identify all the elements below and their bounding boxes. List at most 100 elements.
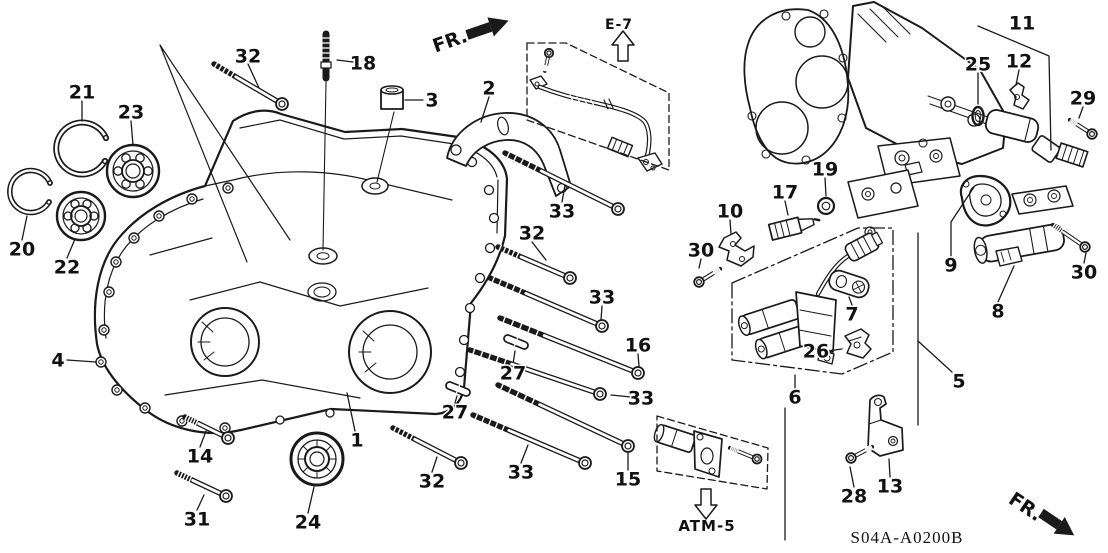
fr-label-top: FR. — [430, 25, 470, 57]
case-gasket-drawing — [743, 8, 850, 165]
oil-seal-24 — [289, 431, 345, 487]
callout-14: 14 — [187, 446, 213, 468]
callout-17: 17 — [772, 182, 798, 204]
callout-31: 31 — [184, 509, 210, 531]
callout-8: 8 — [991, 301, 1004, 323]
diagram-code: S04A-A0200B — [850, 528, 963, 547]
callout-13: 13 — [877, 476, 903, 498]
callout-32: 32 — [419, 471, 445, 493]
clamp-10 — [718, 231, 755, 267]
snap-ring-20 — [7, 167, 53, 216]
ref-label-atm5: ATM-5 — [678, 517, 735, 535]
callout-29: 29 — [1070, 88, 1096, 110]
bolt-drawing — [1067, 117, 1098, 140]
bolt-drawing — [727, 445, 763, 465]
bolt-drawing — [390, 425, 468, 470]
clamp-12 — [1009, 82, 1030, 110]
solenoid-8 — [973, 185, 1074, 267]
dowel-pin-layer — [445, 334, 529, 397]
cap-3 — [376, 85, 404, 183]
stud-18 — [320, 30, 332, 251]
seal-19 — [816, 196, 836, 216]
leader-lines — [21, 25, 1087, 541]
callout-9: 9 — [944, 255, 957, 277]
oring-25 — [971, 105, 985, 127]
dual-solenoid-assembly — [737, 231, 884, 365]
bolt-drawing — [845, 444, 875, 464]
callout-28: 28 — [841, 486, 867, 508]
callout-16: 16 — [625, 335, 651, 357]
callout-27: 27 — [500, 363, 526, 385]
ref-label-e7: E-7 — [605, 17, 633, 33]
bracket-2 — [446, 112, 572, 197]
callout-23: 23 — [118, 102, 144, 124]
fr-label-bottom: FR. — [1005, 488, 1046, 526]
callout-15: 15 — [615, 469, 641, 491]
bolt-drawing — [470, 412, 592, 470]
bearing-23 — [105, 143, 161, 199]
callout-21: 21 — [69, 82, 95, 104]
bolt-drawing — [542, 47, 555, 73]
bolt-drawing — [1050, 222, 1091, 253]
bearing-22 — [55, 190, 107, 242]
e7-arrow-icon — [611, 30, 635, 62]
callout-20: 20 — [9, 239, 35, 261]
bolt-drawing — [487, 275, 609, 333]
callout-24: 24 — [295, 512, 321, 534]
callout-33: 33 — [549, 201, 575, 223]
gasket-9 — [959, 174, 1012, 227]
dowel-pin-drawing — [503, 334, 529, 350]
snap-ring-21 — [53, 119, 110, 178]
transmission-housing-drawing — [93, 109, 509, 435]
callout-30: 30 — [1071, 262, 1097, 284]
callout-7: 7 — [845, 304, 858, 326]
fr-arrow-top — [465, 17, 509, 40]
callout-11: 11 — [1009, 13, 1035, 35]
bolt-drawing — [182, 414, 235, 445]
assembly-6-dashdot-box — [731, 227, 894, 375]
callout-4: 4 — [51, 350, 64, 372]
callout-10: 10 — [717, 201, 743, 223]
callout-33: 33 — [628, 388, 654, 410]
ref-arrows — [611, 30, 718, 520]
callout-30: 30 — [688, 240, 714, 262]
bolt-drawing — [502, 150, 625, 216]
callout-22: 22 — [54, 257, 80, 279]
atm5-arrow-icon — [694, 488, 718, 520]
callout-32: 32 — [235, 46, 261, 68]
bolt-drawing — [495, 382, 635, 453]
callout-27: 27 — [442, 402, 468, 424]
bolt-drawing — [467, 347, 607, 401]
bolt-drawing — [495, 244, 577, 285]
case-end-drawing — [847, 1, 1007, 238]
dashed-boxes — [526, 42, 894, 490]
callout-6: 6 — [788, 387, 801, 409]
fr-arrow-bottom — [1038, 508, 1075, 536]
callout-33: 33 — [589, 287, 615, 309]
callout-1: 1 — [350, 430, 363, 452]
callout-25: 25 — [965, 54, 991, 76]
atm5-dashed-box — [656, 415, 769, 490]
callout-3: 3 — [425, 90, 438, 112]
callout-33: 33 — [508, 462, 534, 484]
bolt-layer — [174, 47, 1098, 503]
clamp-26 — [844, 328, 872, 359]
callout-32: 32 — [519, 223, 545, 245]
pointer-wedge-lines — [159, 44, 291, 263]
solenoid-assembly-11 — [984, 109, 1089, 168]
bolt-drawing — [174, 470, 233, 503]
bolt-drawing — [693, 266, 723, 288]
bolt-drawing — [497, 315, 645, 380]
callout-5: 5 — [952, 371, 965, 393]
callout-19: 19 — [812, 159, 838, 181]
callout-18: 18 — [350, 53, 376, 75]
speed-sensor-drawing — [653, 423, 723, 478]
e7-harness-drawing — [529, 75, 663, 172]
callout-26: 26 — [803, 341, 829, 363]
sensor-17 — [767, 216, 821, 241]
bracket-13 — [867, 394, 904, 457]
bolt-drawing — [211, 61, 289, 111]
